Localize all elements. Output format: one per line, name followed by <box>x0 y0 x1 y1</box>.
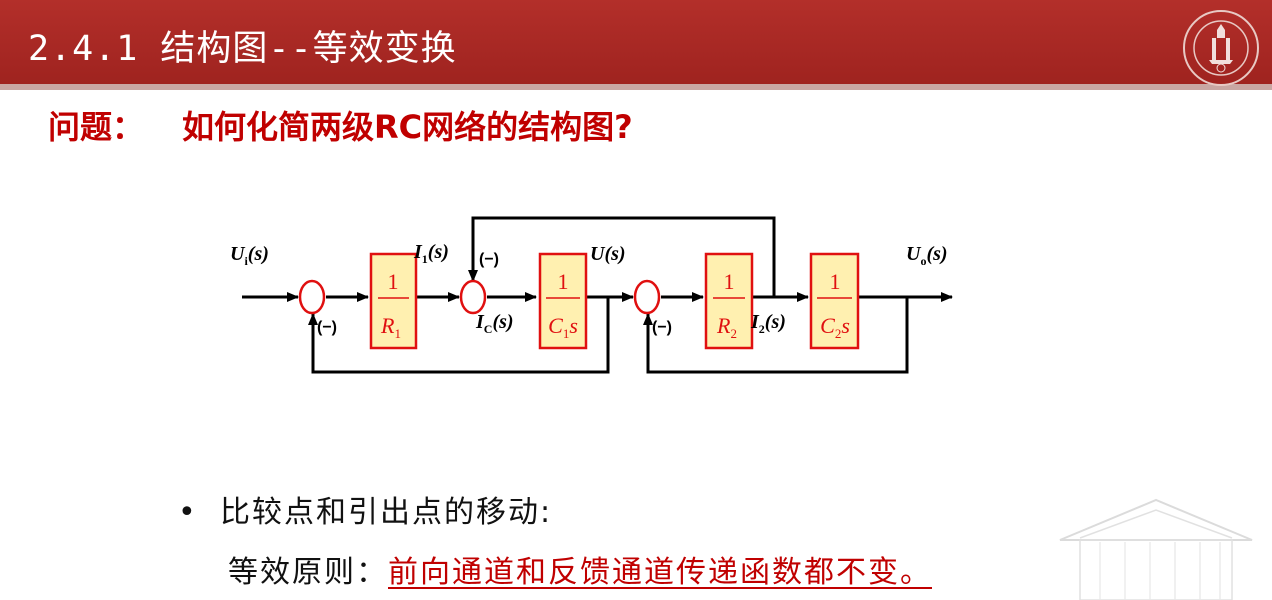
bullet-dot: • <box>178 495 198 530</box>
summing-junction-1 <box>298 279 326 315</box>
signal-ui-label: Ui(s) <box>230 243 269 268</box>
block-3-denominator: R2 <box>716 313 737 341</box>
block-1-denominator: R1 <box>380 313 401 341</box>
question-heading: 问题： 如何化简两级RC网络的结构图? <box>48 102 633 148</box>
signal-i1-label: I1(s) <box>413 241 449 266</box>
block-1-over-r2: 1 R2 <box>704 252 754 350</box>
feedback-loop-top <box>468 216 776 297</box>
title-bar: 2.4.1 结构图--等效变换 <box>0 0 1272 90</box>
summing-junction-3 <box>633 279 661 315</box>
block-2-numerator: 1 <box>558 269 569 294</box>
bullet-text: 比较点和引出点的移动: <box>220 495 553 530</box>
block-3-numerator: 1 <box>724 269 735 294</box>
signal-uo-label: Uo(s) <box>906 243 948 268</box>
signal-i2-label: I2(s) <box>750 311 786 336</box>
university-seal-icon <box>1183 10 1259 86</box>
feedback-loop-1 <box>308 297 610 374</box>
block-4-denominator: C2s <box>820 313 850 341</box>
feedback-loop-3 <box>643 297 909 374</box>
minus-label-2: (−) <box>479 251 499 268</box>
block-1-numerator: 1 <box>388 269 399 294</box>
equivalence-rule: 等效原则：前向通道和反馈通道传递函数都不变。 <box>228 547 932 591</box>
slide-title: 2.4.1 结构图--等效变换 <box>28 29 457 69</box>
block-2-denominator: C1s <box>548 313 578 341</box>
block-1-over-c1s: 1 C1s <box>538 252 588 350</box>
signal-u-label: U(s) <box>590 243 626 265</box>
block-4-numerator: 1 <box>830 269 841 294</box>
building-watermark-image <box>1059 498 1253 600</box>
question-label: 问题： <box>48 108 145 146</box>
rule-text: 前向通道和反馈通道传递函数都不变。 <box>388 555 932 590</box>
signal-ic-label: IC(s) <box>475 311 514 336</box>
minus-label-3: (−) <box>652 319 672 336</box>
question-text: 如何化简两级RC网络的结构图? <box>182 108 633 146</box>
bullet-item: • 比较点和引出点的移动: <box>178 487 552 531</box>
minus-label-1: (−) <box>317 319 337 336</box>
rule-label: 等效原则： <box>228 555 388 590</box>
summing-junction-2 <box>459 279 487 315</box>
block-1-over-c2s: 1 C2s <box>809 252 860 350</box>
block-1-over-r1: 1 R1 <box>369 252 418 350</box>
